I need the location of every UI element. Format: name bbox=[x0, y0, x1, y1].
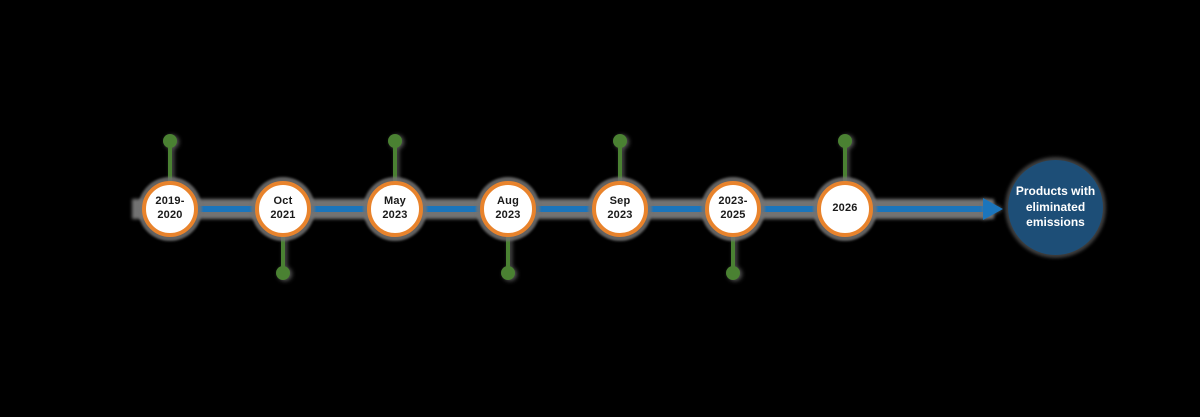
timeline-milestone: Oct 2021 bbox=[255, 0, 311, 417]
timeline-milestone: Aug 2023 bbox=[480, 0, 536, 417]
timeline-milestone: 2023- 2025 bbox=[705, 0, 761, 417]
milestone-label: 2026 bbox=[832, 202, 858, 215]
timeline-milestone: May 2023 bbox=[367, 0, 423, 417]
arrow-right-icon bbox=[983, 198, 1003, 220]
pin-dot-icon bbox=[838, 134, 852, 148]
timeline-milestone: 2026 bbox=[817, 0, 873, 417]
milestone-label: 2019- 2020 bbox=[155, 195, 185, 221]
pin-dot-icon bbox=[388, 134, 402, 148]
milestone-label: 2023- 2025 bbox=[718, 195, 748, 221]
timeline-milestone: Sep 2023 bbox=[592, 0, 648, 417]
end-goal-node: Products with eliminated emissions bbox=[1008, 160, 1103, 255]
pin-stem bbox=[506, 232, 510, 272]
milestone-node: Oct 2021 bbox=[255, 181, 311, 237]
milestone-node: 2019- 2020 bbox=[142, 181, 198, 237]
pin-stem bbox=[393, 146, 397, 186]
timeline-line bbox=[150, 206, 985, 212]
pin-stem bbox=[731, 232, 735, 272]
pin-dot-icon bbox=[726, 266, 740, 280]
milestone-label: Aug 2023 bbox=[495, 195, 521, 221]
end-goal-label: Products with eliminated emissions bbox=[1015, 184, 1096, 230]
pin-stem bbox=[281, 232, 285, 272]
pin-dot-icon bbox=[276, 266, 290, 280]
milestone-node: Sep 2023 bbox=[592, 181, 648, 237]
milestone-label: Sep 2023 bbox=[607, 195, 633, 221]
timeline-milestone: 2019- 2020 bbox=[142, 0, 198, 417]
pin-dot-icon bbox=[501, 266, 515, 280]
milestone-node: 2023- 2025 bbox=[705, 181, 761, 237]
milestone-node: May 2023 bbox=[367, 181, 423, 237]
milestone-label: Oct 2021 bbox=[270, 195, 296, 221]
pin-stem bbox=[843, 146, 847, 186]
milestone-node: 2026 bbox=[817, 181, 873, 237]
pin-dot-icon bbox=[613, 134, 627, 148]
pin-stem bbox=[168, 146, 172, 186]
milestone-node: Aug 2023 bbox=[480, 181, 536, 237]
pin-dot-icon bbox=[163, 134, 177, 148]
pin-stem bbox=[618, 146, 622, 186]
milestone-label: May 2023 bbox=[382, 195, 408, 221]
